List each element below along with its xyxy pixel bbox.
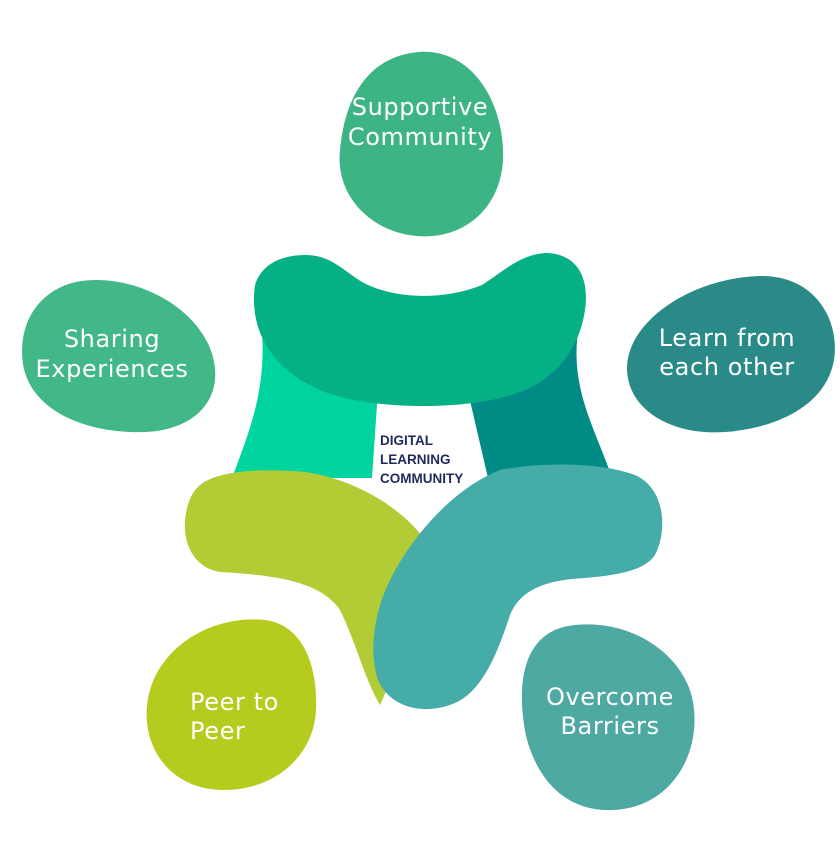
center-title-line-3: COMMUNITY — [380, 471, 463, 486]
petal-label-supportive: Supportive Community — [348, 93, 492, 151]
hub-arm-lower-left — [184, 470, 435, 705]
sharing-line-2: Experiences — [36, 355, 189, 383]
petal-sharing-experiences — [22, 279, 216, 433]
overcome-line-1: Overcome — [546, 683, 674, 711]
petal-overcome-barriers — [521, 624, 695, 811]
center-title: DIGITAL LEARNING COMMUNITY — [380, 433, 463, 486]
center-title-line-2: LEARNING — [380, 452, 451, 467]
hub-arm-top — [253, 253, 586, 407]
sharing-line-1: Sharing — [64, 325, 160, 353]
peer-line-1: Peer to — [190, 688, 279, 716]
center-title-line-1: DIGITAL — [380, 433, 433, 448]
learn-line-2: each other — [659, 353, 794, 381]
supportive-line-2: Community — [348, 123, 492, 151]
learn-line-1: Learn from — [659, 324, 796, 352]
hub-arm-upper-right — [462, 332, 612, 478]
central-hub — [184, 253, 663, 710]
petal-supportive-community — [339, 51, 504, 237]
petal-label-peer: Peer to Peer — [190, 688, 279, 745]
peer-line-2: Peer — [190, 717, 245, 745]
petal-label-overcome: Overcome Barriers — [546, 683, 674, 740]
overcome-line-2: Barriers — [560, 712, 659, 740]
supportive-line-1: Supportive — [352, 93, 489, 121]
hub-arm-upper-left — [232, 332, 390, 478]
petal-label-learn: Learn from each other — [659, 324, 796, 381]
petal-label-sharing: Sharing Experiences — [36, 325, 189, 383]
hub-arm-lower-right — [373, 464, 663, 710]
petal-learn-from-each-other — [627, 275, 835, 433]
petal-peer-to-peer — [146, 619, 317, 790]
